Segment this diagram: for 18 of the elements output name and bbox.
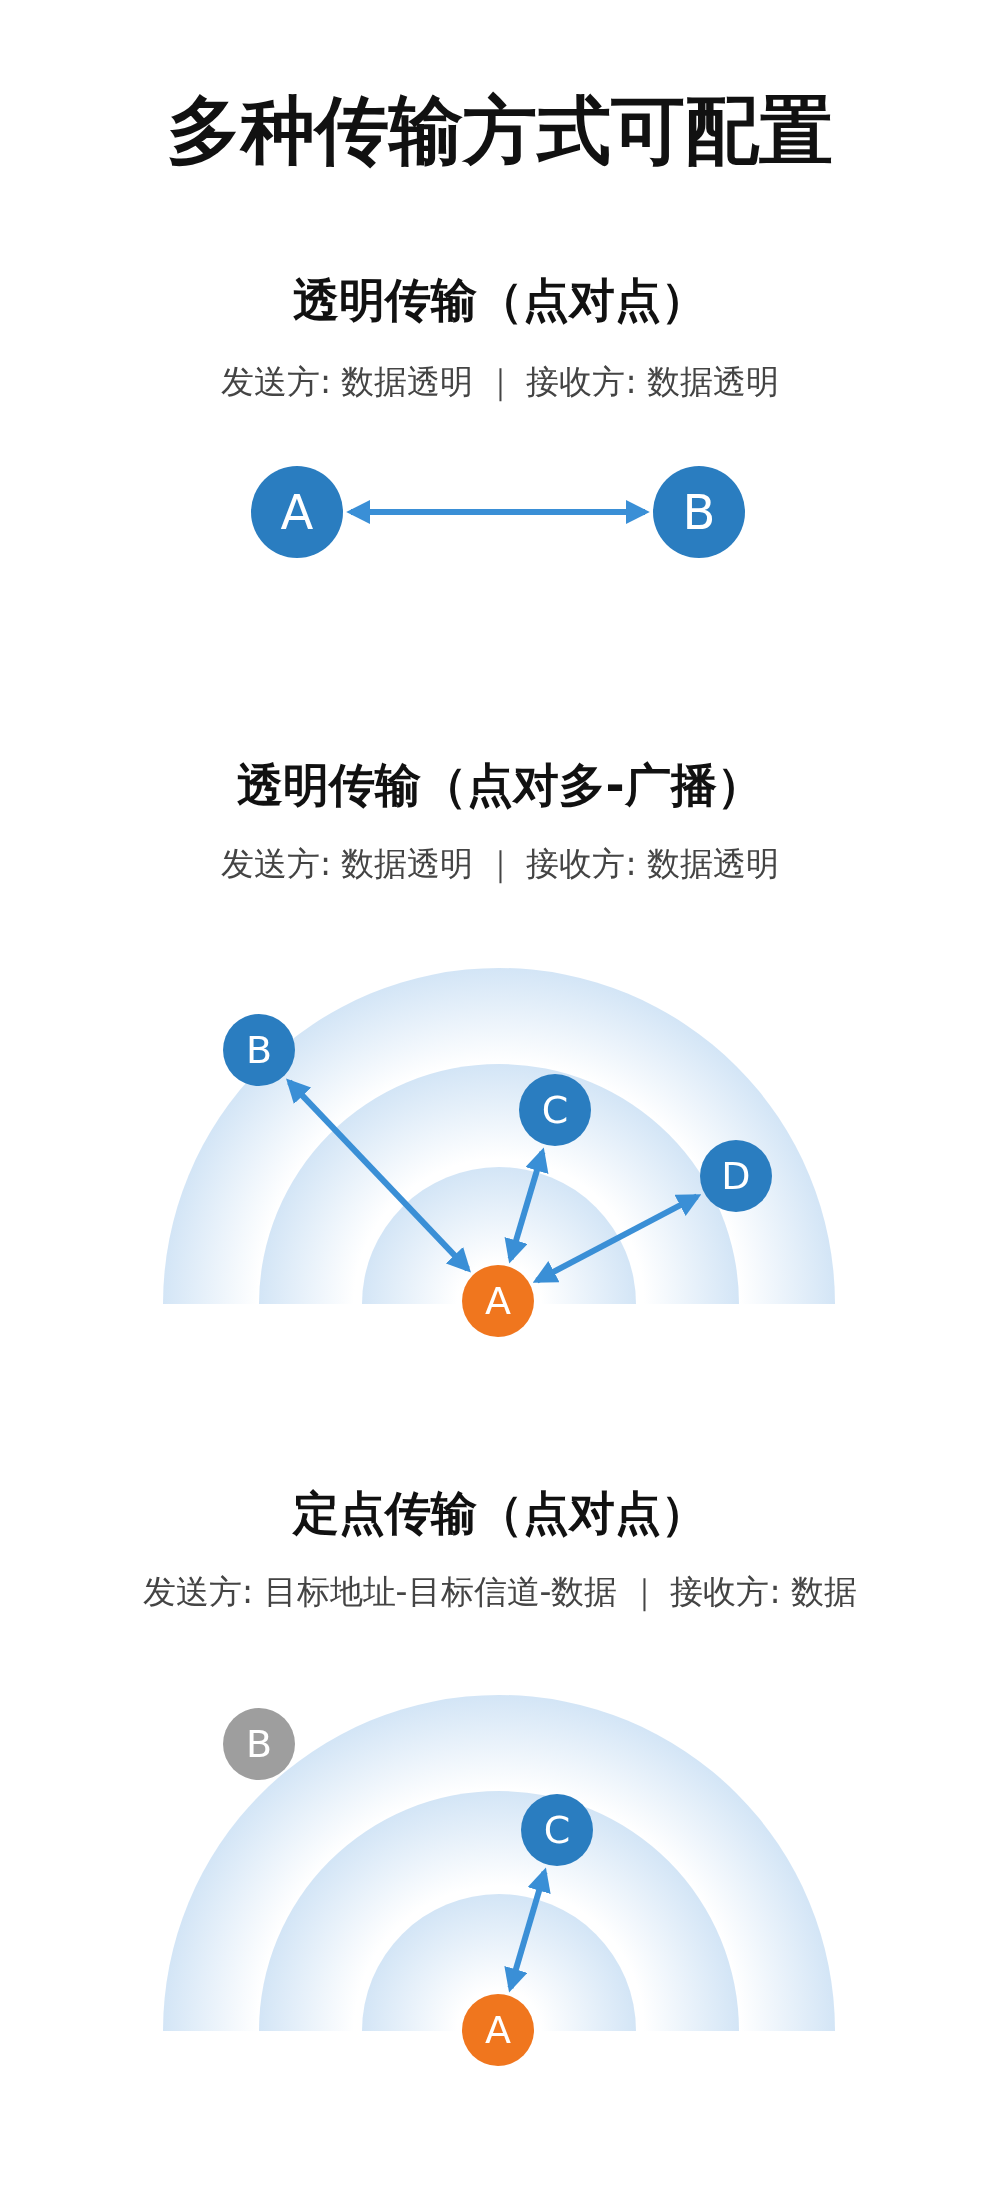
node-circle: B <box>223 1014 295 1086</box>
node-circle: B <box>653 466 745 558</box>
node-circle: A <box>462 1994 534 2066</box>
section-subtitle: 发送方: 目标地址-目标信道-数据 ｜ 接收方: 数据 <box>143 1571 857 1614</box>
section-heading: 透明传输（点对点） <box>293 272 707 329</box>
node-circle: A <box>462 1265 534 1337</box>
double-arrow <box>532 1193 702 1284</box>
section-subtitle: 发送方: 数据透明 ｜ 接收方: 数据透明 <box>220 361 780 404</box>
section-subtitle: 发送方: 数据透明 ｜ 接收方: 数据透明 <box>220 843 780 886</box>
page-title: 多种传输方式可配置 <box>167 86 833 175</box>
node-circle: B <box>223 1708 295 1780</box>
double-arrow <box>346 500 650 524</box>
double-arrow <box>286 1078 471 1273</box>
section-heading: 透明传输（点对多-广播） <box>237 757 763 814</box>
double-arrow <box>504 1867 551 1993</box>
node-circle: A <box>251 466 343 558</box>
double-arrow <box>504 1147 549 1264</box>
section-heading: 定点传输（点对点） <box>293 1485 707 1542</box>
